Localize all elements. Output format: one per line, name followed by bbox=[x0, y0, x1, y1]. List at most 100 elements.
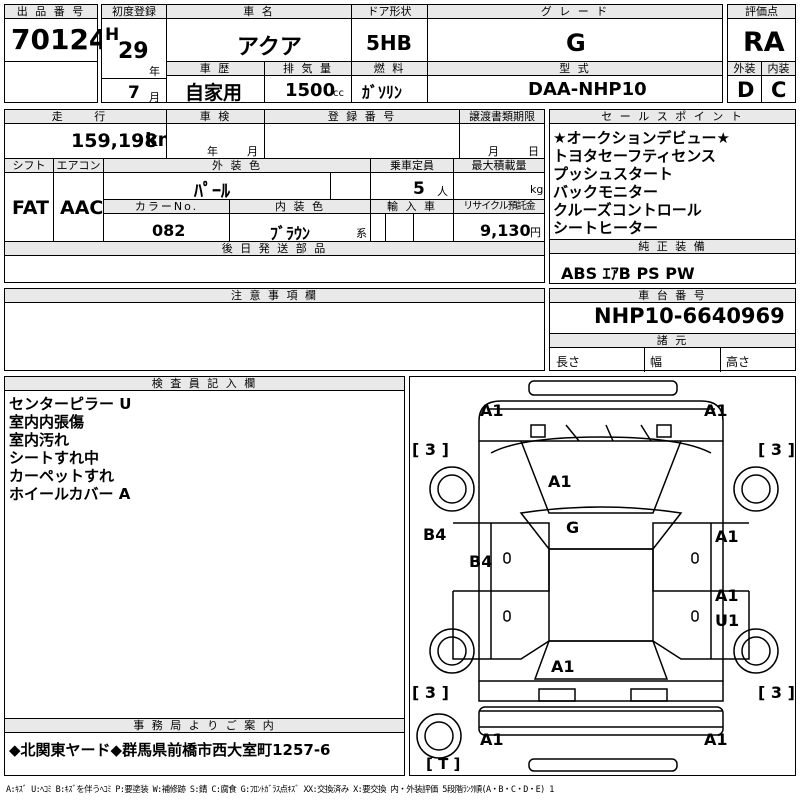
chassis-number: NHP10-6640969 bbox=[594, 304, 785, 328]
later-parts-label: 後 日 発 送 部 品 bbox=[5, 242, 544, 256]
selling-points-label: セ ー ル ス ポ イ ン ト bbox=[550, 110, 795, 124]
list-item: シートすれ中 bbox=[9, 449, 100, 467]
interior-grade-label: 内装 bbox=[762, 62, 795, 76]
mark-tire-front-right: [ 3 ] bbox=[758, 440, 795, 459]
office-label: 事 務 局 よ り ご 案 内 bbox=[5, 719, 404, 733]
mark-left-rear-door: B4 bbox=[469, 552, 493, 571]
shift-cell: シフト FAT bbox=[4, 158, 54, 242]
fuel-label: 燃 料 bbox=[352, 62, 427, 76]
list-item: カーペットすれ bbox=[9, 467, 115, 485]
inspector-panel: 検 査 員 記 入 欄 センターピラー U 室内内張傷 室内汚れ シートすれ中 … bbox=[4, 376, 405, 719]
type-value: DAA-NHP10 bbox=[528, 79, 647, 100]
inspection-label: 車 検 bbox=[167, 110, 264, 124]
inspection-year-unit: 年 bbox=[207, 145, 218, 158]
transfer-month-unit: 月 bbox=[488, 145, 499, 158]
exterior-color-value: ﾊﾟｰﾙ bbox=[194, 181, 230, 202]
recycle-label: リサイクル預託金 bbox=[454, 200, 544, 214]
car-diagram-panel: A1 A1 [ 3 ] [ 3 ] A1 G B4 B4 A1 A1 U1 A1… bbox=[409, 376, 796, 776]
score-cell: 評価点 RA bbox=[727, 4, 796, 62]
model-label: 車 名 bbox=[167, 5, 351, 19]
list-item: 室内汚れ bbox=[9, 431, 70, 449]
transfer-deadline-label: 譲渡書類期限 bbox=[460, 110, 544, 124]
color-number-cell: カラーNo. 082 bbox=[103, 199, 230, 242]
interior-color-suffix: 系 bbox=[356, 227, 367, 240]
seats-value: 5 bbox=[413, 179, 425, 199]
fuel-value: ｶﾞｿﾘﾝ bbox=[362, 83, 403, 102]
later-parts-cell: 後 日 発 送 部 品 bbox=[4, 241, 545, 283]
color-number-label: カラーNo. bbox=[104, 200, 229, 214]
exterior-color-label: 外 装 色 bbox=[104, 159, 370, 173]
list-item: ホイールカバー A bbox=[9, 485, 131, 503]
list-item: バックモニター bbox=[553, 183, 659, 201]
mark-roof: A1 bbox=[551, 657, 575, 676]
chassis-cell: 車 台 番 号 NHP10-6640969 諸 元 長さ 幅 高さ bbox=[549, 288, 796, 372]
era: H bbox=[105, 25, 120, 45]
registration-month: 7 bbox=[128, 83, 140, 103]
mark-windshield: G bbox=[566, 518, 580, 537]
model-cell: 車 名 アクア bbox=[166, 4, 352, 62]
mileage-cell: 走 行 159,198 km bbox=[4, 109, 177, 159]
mark-front-left: A1 bbox=[480, 401, 504, 420]
first-registration-label: 初度登録 bbox=[102, 5, 166, 19]
mark-front-right: A1 bbox=[704, 401, 728, 420]
interior-grade: C bbox=[771, 78, 787, 102]
registration-number-cell: 登 録 番 号 bbox=[264, 109, 460, 159]
mileage-label: 走 行 bbox=[5, 110, 166, 124]
door-label: ドア形状 bbox=[352, 5, 427, 19]
transfer-day-unit: 日 bbox=[528, 145, 539, 158]
width-label: 幅 bbox=[650, 355, 663, 369]
mileage-value: 159,198 bbox=[71, 130, 158, 152]
inspection-month-unit: 月 bbox=[247, 145, 258, 158]
ac-cell: エアコン AAC bbox=[53, 158, 104, 242]
notes-label: 注 意 事 項 欄 bbox=[5, 289, 544, 303]
seats-cell: 乗車定員 5 人 bbox=[370, 158, 454, 200]
score-label: 評価点 bbox=[728, 5, 795, 19]
history-value: 自家用 bbox=[185, 82, 243, 104]
model-name: アクア bbox=[237, 35, 302, 60]
year-unit: 年 bbox=[149, 65, 160, 78]
first-registration-cell: 初度登録 H 29 年 7 月 bbox=[101, 4, 167, 104]
interior-color-label: 内 装 色 bbox=[230, 200, 370, 214]
exterior-grade-cell: 外装 D bbox=[727, 61, 762, 103]
mark-tire-rear-right: [ 3 ] bbox=[758, 683, 795, 702]
registration-year: 29 bbox=[118, 39, 149, 64]
ac-value: AAC bbox=[60, 197, 104, 219]
mark-right-front-door: A1 bbox=[715, 527, 739, 546]
mark-right-rear-door: A1 bbox=[715, 586, 739, 605]
height-label: 高さ bbox=[726, 355, 751, 369]
displacement-value: 1500 bbox=[285, 80, 336, 101]
fuel-cell: 燃 料 ｶﾞｿﾘﾝ bbox=[351, 61, 428, 103]
inspector-notes: センターピラー U 室内内張傷 室内汚れ シートすれ中 カーペットすれ ホイール… bbox=[9, 395, 131, 503]
displacement-cell: 排 気 量 1500 cc bbox=[264, 61, 352, 103]
notes-panel: 注 意 事 項 欄 bbox=[4, 288, 545, 371]
seats-unit: 人 bbox=[437, 185, 448, 198]
lot-number-cell: 出 品 番 号 70124 bbox=[4, 4, 108, 62]
grade-value: G bbox=[566, 29, 586, 57]
score-value: RA bbox=[743, 27, 785, 58]
legend: A:ｷｽﾞ U:ﾍｺﾐ B:ｷｽﾞを伴うﾍｺﾐ P:要塗装 W:補修跡 S:錆 … bbox=[6, 785, 554, 795]
displacement-unit: cc bbox=[333, 88, 344, 99]
import-label: 輸 入 車 bbox=[371, 200, 453, 214]
grade-cell: グ レ ー ド G bbox=[427, 4, 723, 62]
seats-label: 乗車定員 bbox=[371, 159, 453, 173]
history-label: 車 歴 bbox=[167, 62, 264, 76]
history-cell: 車 歴 自家用 bbox=[166, 61, 265, 104]
month-unit: 月 bbox=[149, 91, 160, 104]
interior-color-value: ﾌﾞﾗｳﾝ bbox=[270, 224, 311, 243]
office-panel: 事 務 局 よ り ご 案 内 ◆北関東ヤード◆群馬県前橋市西大室町1257-6 bbox=[4, 718, 405, 776]
dimensions-label: 諸 元 bbox=[550, 333, 795, 348]
list-item: ★オークションデビュー★ bbox=[553, 129, 730, 147]
list-item: トヨタセーフティセンス bbox=[553, 147, 716, 165]
office-address: ◆北関東ヤード◆群馬県前橋市西大室町1257-6 bbox=[9, 741, 331, 759]
exterior-grade-label: 外装 bbox=[728, 62, 761, 76]
recycle-cell: リサイクル預託金 9,130 円 bbox=[453, 199, 545, 242]
type-cell: 型 式 DAA-NHP10 bbox=[427, 61, 723, 103]
equipment-value: ABS ｴｱB PS PW bbox=[561, 264, 695, 283]
ac-label: エアコン bbox=[54, 159, 103, 173]
lot-blank-cell bbox=[4, 61, 98, 103]
import-cell: 輸 入 車 bbox=[370, 199, 454, 243]
mark-rear-left: A1 bbox=[480, 730, 504, 749]
recycle-value: 9,130 bbox=[480, 221, 531, 240]
mark-tire-rear-left: [ 3 ] bbox=[412, 683, 449, 702]
interior-color-cell: 内 装 色 ﾌﾞﾗｳﾝ 系 bbox=[229, 199, 371, 243]
